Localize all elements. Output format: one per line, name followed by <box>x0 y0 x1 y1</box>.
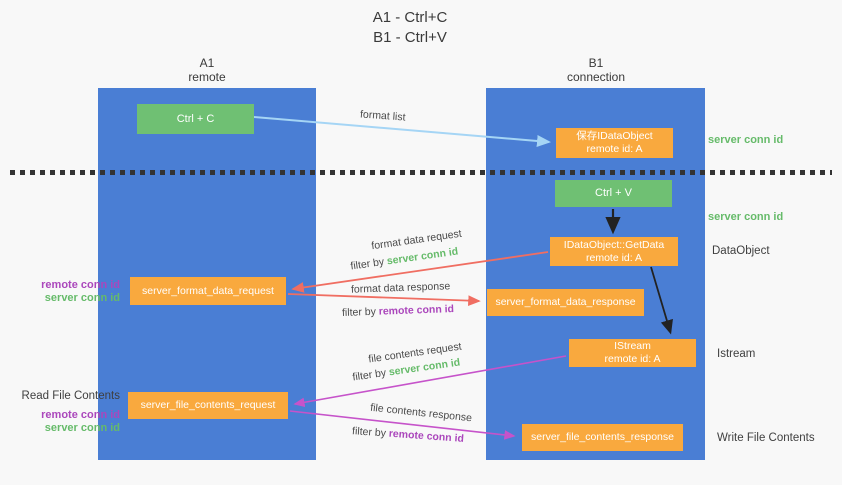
node-ctrl-v-label: Ctrl + V <box>595 187 632 199</box>
filter-by-text: filter by <box>341 305 379 319</box>
node-getdata-line2: remote id: A <box>585 251 643 264</box>
node-server-file-contents-response-label: server_file_contents_response <box>530 431 674 443</box>
node-server-format-data-request: server_format_data_request <box>130 277 286 305</box>
filter-by-text: filter by <box>351 366 390 384</box>
node-ctrl-v: Ctrl + V <box>555 180 672 207</box>
lane-header-a1: A1 remote <box>137 56 277 84</box>
node-idataobject-getdata: IDataObject::GetData remote id: A <box>550 237 678 266</box>
edge-label-format-data-response: format data response <box>351 280 451 295</box>
lane-a1-name: A1 <box>199 56 215 70</box>
node-server-file-contents-response: server_file_contents_response <box>522 424 683 451</box>
node-save-idataobject: 保存IDataObject remote id: A <box>556 128 673 158</box>
lane-b1-subtitle: connection <box>566 70 626 84</box>
node-server-format-data-response-label: server_format_data_response <box>495 296 636 308</box>
right-label-istream: Istream <box>717 348 756 360</box>
left-labels-format-request: remote conn id server conn id <box>10 279 120 305</box>
right-label-write-file-contents: Write File Contents <box>717 432 815 444</box>
edge-label-filter-by-server-conn-id-1: filter by server conn id <box>350 246 459 273</box>
filter-by-text: filter by <box>351 425 390 440</box>
session-separator-dashed-line <box>10 170 832 175</box>
edge-label-filter-by-remote-conn-id-1: filter by remote conn id <box>342 303 454 319</box>
node-server-format-data-request-label: server_format_data_request <box>142 284 274 297</box>
format-data-response-text: format data response <box>350 280 451 296</box>
edge-label-format-list: format list <box>360 108 406 123</box>
node-save-idataobject-line1: 保存IDataObject <box>576 130 653 142</box>
diagram-title: A1 - Ctrl+C B1 - Ctrl+V <box>300 8 520 48</box>
edge-label-file-contents-response: file contents response <box>370 402 473 425</box>
remote-conn-id-text: remote conn id <box>388 427 465 445</box>
node-ctrl-c: Ctrl + C <box>137 104 254 134</box>
left-label-remote-conn-id-2: remote conn id <box>41 409 120 421</box>
left-label-read-file-contents: Read File Contents <box>21 390 120 402</box>
format-list-text: format list <box>359 108 406 124</box>
title-line-1: A1 - Ctrl+C <box>372 9 448 26</box>
lane-header-b1: B1 connection <box>526 56 666 84</box>
right-label-dataobject: DataObject <box>712 245 770 257</box>
filter-by-text: filter by <box>349 255 388 273</box>
node-save-idataobject-line2: remote id: A <box>586 143 643 155</box>
edge-label-filter-by-remote-conn-id-2: filter by remote conn id <box>352 425 465 445</box>
node-server-file-contents-request: server_file_contents_request <box>128 392 288 419</box>
left-label-server-conn-id-1: server conn id <box>44 292 120 304</box>
remote-conn-id-text: remote conn id <box>378 303 455 318</box>
left-label-remote-conn-id-1: remote conn id <box>41 279 120 291</box>
left-labels-file-request: Read File Contents remote conn id server… <box>10 390 120 435</box>
node-ctrl-c-label: Ctrl + C <box>176 112 215 125</box>
node-istream: IStream remote id: A <box>569 339 696 367</box>
lane-a1-subtitle: remote <box>188 70 226 84</box>
node-getdata-line1: IDataObject::GetData <box>563 238 665 251</box>
file-contents-response-text: file contents response <box>369 401 473 425</box>
node-istream-line1: IStream <box>614 340 651 352</box>
lane-b1-name: B1 <box>588 56 604 70</box>
right-label-server-conn-id-top: server conn id <box>708 134 784 146</box>
left-label-server-conn-id-2: server conn id <box>44 422 120 434</box>
right-label-server-conn-id-mid: server conn id <box>708 211 784 223</box>
node-server-format-data-response: server_format_data_response <box>487 289 644 316</box>
node-server-file-contents-request-label: server_file_contents_request <box>140 399 276 411</box>
title-line-2: B1 - Ctrl+V <box>373 29 447 46</box>
node-istream-line2: remote id: A <box>604 353 661 365</box>
format-data-response-arrow <box>287 293 481 307</box>
